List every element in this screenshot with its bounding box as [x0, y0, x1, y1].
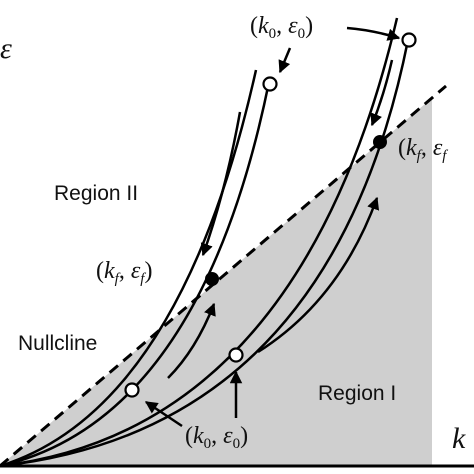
pointer-arrow-top-left	[278, 47, 292, 74]
region-one-label: Region I	[318, 382, 396, 405]
initial-point-open	[228, 347, 244, 363]
point-label-k0-eps0-top: (k0, ε0)	[250, 13, 313, 42]
flow-arrow-right-up	[257, 196, 380, 354]
trajectory-left-outer	[0, 81, 271, 468]
initial-point-open	[401, 32, 417, 48]
pointer-arrow-bottom-left	[144, 400, 183, 428]
point-label-kf-epsf-middle: (kf, εf)	[96, 258, 152, 287]
region-two-label: Region II	[54, 182, 138, 205]
x-axis-label: k	[452, 422, 466, 455]
trajectory-left-inner	[0, 69, 258, 468]
final-point-filled	[373, 135, 387, 149]
trajectory-right-inner	[0, 17, 399, 468]
initial-point-open	[262, 76, 278, 92]
initial-point-open	[124, 382, 140, 398]
flow-arrow-right-down	[370, 59, 394, 127]
nullcline-line	[0, 84, 447, 468]
final-point-filled	[205, 272, 219, 286]
pointer-arrow-top-right	[346, 26, 401, 41]
flow-arrow-left-down	[200, 111, 242, 257]
point-label-kf-epsf-right: (kf, εf	[398, 135, 448, 164]
flow-arrow-left-up	[167, 302, 216, 379]
y-axis-label: ε	[0, 32, 12, 65]
nullcline-label: Nullcline	[18, 332, 97, 355]
point-label-k0-eps0-bottom: (k0, ε0)	[185, 423, 248, 452]
